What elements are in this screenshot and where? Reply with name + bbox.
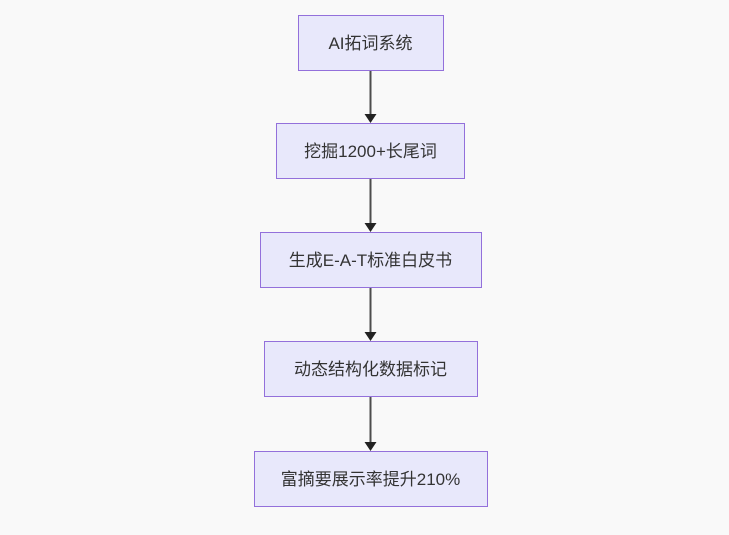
- flow-node-mine-longtail-words: 挖掘1200+长尾词: [276, 123, 465, 179]
- arrow-down-2: [364, 179, 377, 232]
- flow-node-ai-keyword-system: AI拓词系统: [297, 15, 444, 71]
- flow-node-generate-eat-whitepaper: 生成E-A-T标准白皮书: [259, 232, 482, 288]
- flow-node-label: 富摘要展示率提升210%: [280, 469, 461, 489]
- arrow-down-4: [364, 397, 377, 451]
- flow-node-label: 挖掘1200+长尾词: [304, 141, 437, 161]
- flow-node-label: AI拓词系统: [328, 33, 413, 53]
- arrow-down-3: [364, 288, 377, 341]
- flow-node-rich-snippet-rate: 富摘要展示率提升210%: [253, 451, 488, 507]
- flow-node-label: 动态结构化数据标记: [294, 359, 447, 379]
- flow-node-label: 生成E-A-T标准白皮书: [288, 250, 453, 270]
- flow-node-dynamic-structured-data: 动态结构化数据标记: [263, 341, 478, 397]
- arrow-down-1: [364, 71, 377, 123]
